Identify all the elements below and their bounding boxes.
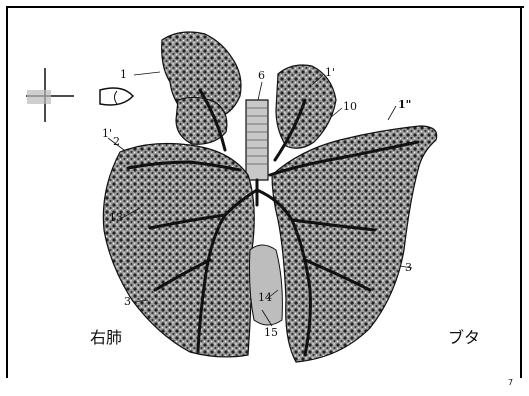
orientation-cross-icon	[26, 68, 74, 122]
callout-3-right: 3	[405, 262, 412, 273]
species-caption: ブタ	[448, 330, 480, 346]
callout-15: 15	[264, 327, 278, 338]
right-lung-caption: 右肺	[90, 330, 122, 346]
right-caudal-lobe	[103, 144, 254, 357]
callout-1-prime-left: 1'	[102, 128, 112, 139]
snout-icon	[100, 88, 133, 105]
callout-14: 14	[258, 292, 272, 303]
callout-6: 6	[258, 70, 265, 81]
callout-1-prime-top: 1'	[325, 67, 335, 78]
callout-13: 13	[109, 212, 123, 223]
accessory-lobe	[250, 245, 283, 325]
callout-3-left: 3	[124, 296, 131, 307]
callout-1: 1	[120, 69, 127, 80]
page-number: 7	[508, 378, 513, 387]
callout-10: 10	[343, 101, 357, 112]
callout-1-double-prime: 1"	[398, 99, 411, 110]
callout-2: 2	[113, 136, 120, 147]
left-caudal-lobe	[272, 126, 437, 362]
